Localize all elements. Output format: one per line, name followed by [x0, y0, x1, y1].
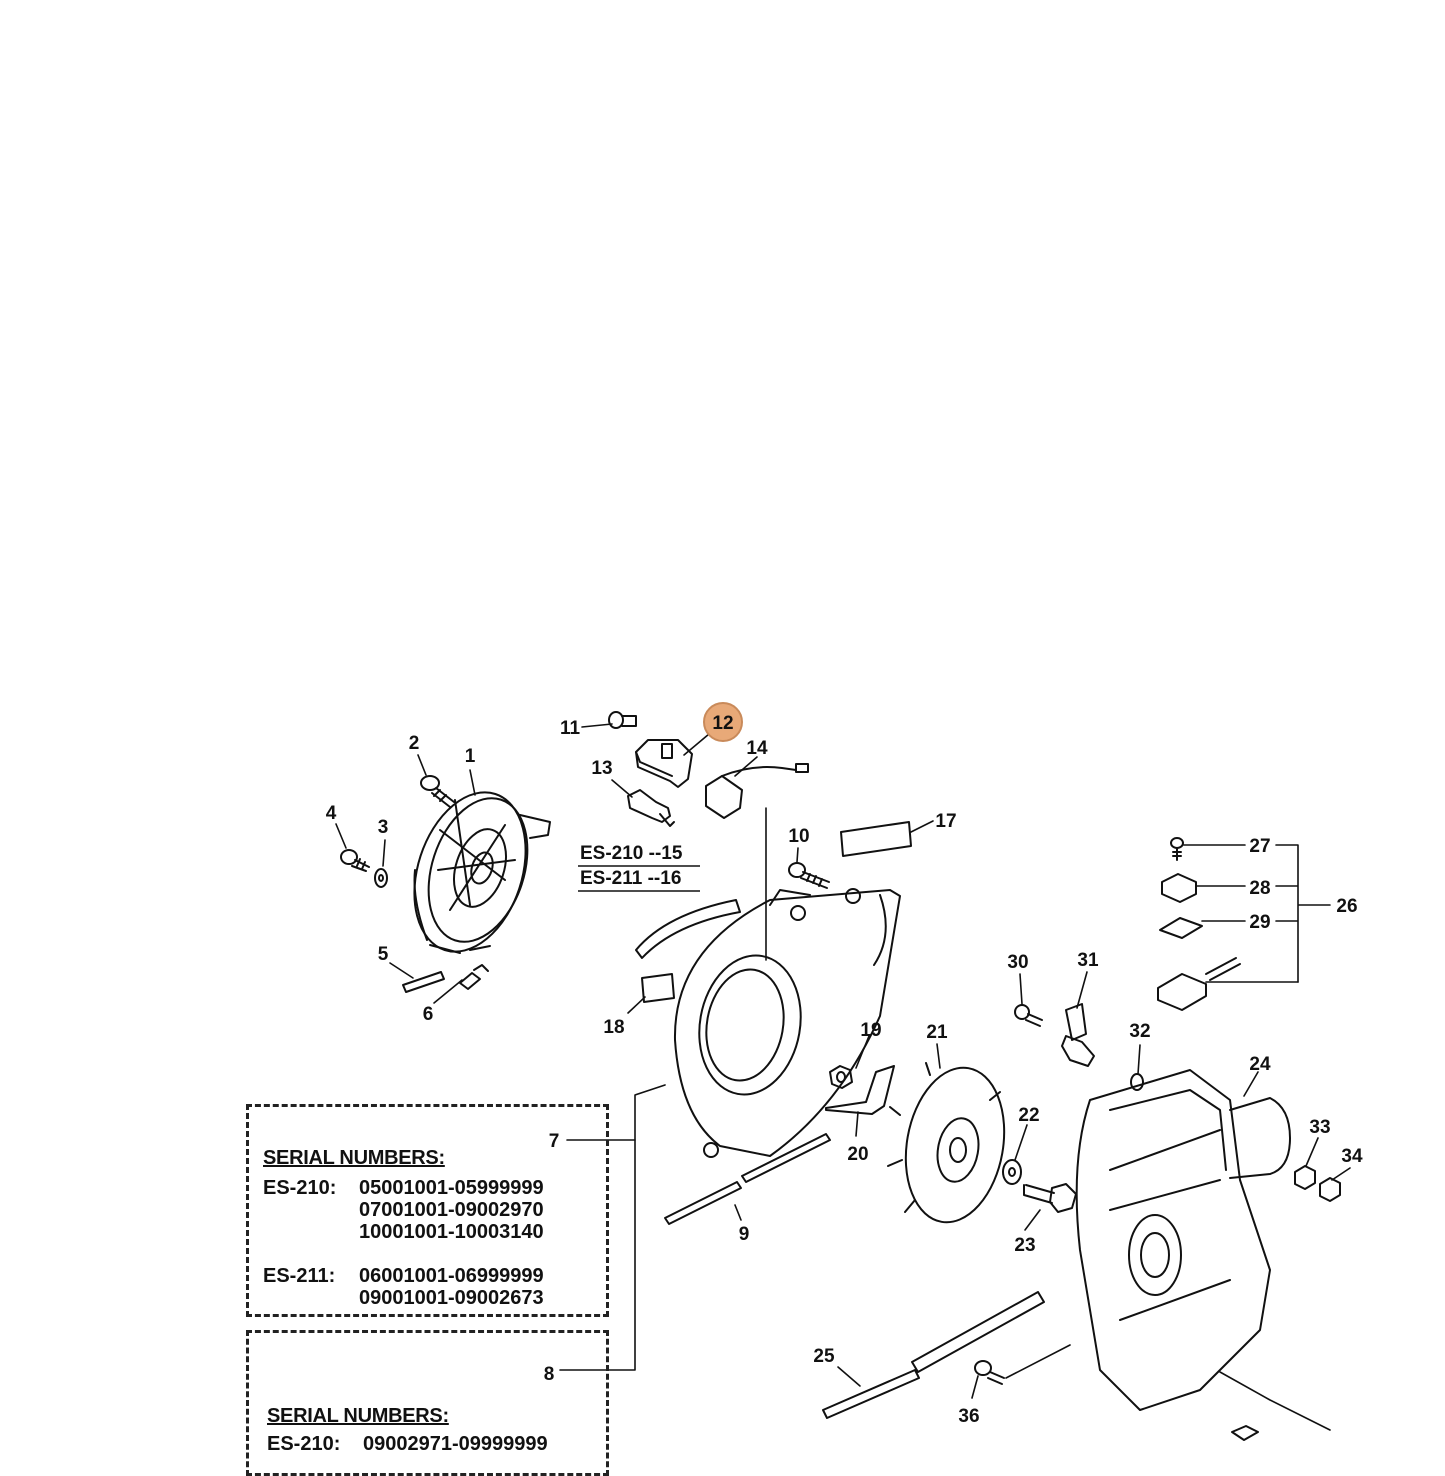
part-33-nut [1294, 1165, 1316, 1190]
serial-numbers-title: SERIAL NUMBERS: [263, 1147, 445, 1169]
part-25-strip [822, 1291, 1045, 1419]
callout-12: 12 [712, 713, 733, 734]
part-36-screw [974, 1360, 1005, 1385]
part-26-ignition-module [1157, 957, 1241, 1011]
part-17-label [840, 821, 912, 857]
part-18-label [641, 973, 675, 1003]
part-32-washer [1130, 1073, 1144, 1091]
part-29-plate [1159, 917, 1203, 939]
callout-20: 20 [847, 1144, 868, 1165]
variant-labels: ES-210 --15 ES-211 --16 [578, 843, 700, 892]
callout-2: 2 [409, 733, 420, 754]
part-15-16-seal-strip [635, 899, 741, 959]
callout-6: 6 [423, 1004, 434, 1025]
part-7-fan-housing [673, 888, 901, 1158]
part-14-switch [705, 763, 809, 819]
part-21-impeller [887, 1062, 1006, 1224]
callout-4: 4 [326, 803, 337, 824]
part-11-screw [608, 711, 637, 729]
callout-labels: 1 2 3 4 5 6 7 8 9 10 11 13 14 17 18 19 2… [326, 718, 1363, 1427]
part-23-bolt [1023, 1183, 1077, 1213]
callout-13: 13 [591, 758, 612, 779]
callout-31: 31 [1077, 950, 1099, 971]
serial-numbers-box-2: SERIAL NUMBERS: ES-210: 09002971-0999999… [246, 1330, 609, 1476]
callout-9: 9 [739, 1224, 750, 1245]
callout-24: 24 [1249, 1054, 1271, 1075]
callout-8: 8 [544, 1364, 555, 1385]
callout-29: 29 [1249, 912, 1270, 933]
highlight-marker-12[interactable]: 12 [703, 702, 743, 742]
callout-30: 30 [1007, 952, 1028, 973]
callout-19: 19 [860, 1020, 881, 1041]
callout-21: 21 [926, 1022, 948, 1043]
part-1-starter-housing [413, 791, 551, 954]
callout-23: 23 [1014, 1235, 1035, 1256]
part-24-main-housing [1075, 1069, 1291, 1411]
callout-17: 17 [935, 811, 956, 832]
serial-numbers-box-1: SERIAL NUMBERS: ES-210: 05001001-0599999… [246, 1104, 609, 1317]
callout-25: 25 [813, 1346, 835, 1367]
callout-26: 26 [1336, 896, 1357, 917]
part-34-nut [1319, 1177, 1341, 1202]
part-9-seal-strip [664, 1133, 831, 1225]
callout-11: 11 [560, 718, 581, 739]
callout-14: 14 [746, 738, 768, 759]
part-19-nut [829, 1065, 853, 1089]
callout-1: 1 [465, 746, 476, 767]
part-20-key [825, 1065, 895, 1115]
callout-7: 7 [549, 1131, 560, 1152]
part-4-screw [340, 849, 370, 872]
part-2-screw [420, 775, 455, 808]
callout-22: 22 [1018, 1105, 1039, 1126]
part-12-bracket [635, 739, 693, 788]
callout-27: 27 [1249, 836, 1270, 857]
callout-18: 18 [603, 1017, 624, 1038]
part-13-lever [627, 789, 675, 827]
part-small-clip [1231, 1425, 1259, 1441]
part-28-clip [1161, 873, 1197, 903]
part-30-screw [1014, 1004, 1043, 1027]
callout-5: 5 [378, 944, 389, 965]
callout-3: 3 [378, 817, 389, 838]
part-10-screw [788, 862, 830, 889]
part-5-pin [402, 971, 445, 993]
part-27-screw [1170, 837, 1184, 861]
leader-lines [335, 723, 1351, 1431]
callout-10: 10 [788, 826, 809, 847]
callout-33: 33 [1309, 1117, 1330, 1138]
variant-es211: ES-211 --16 [580, 868, 681, 889]
callout-32: 32 [1129, 1021, 1150, 1042]
callout-28: 28 [1249, 878, 1270, 899]
part-6-pawl [459, 964, 489, 990]
part-3-washer [374, 868, 388, 888]
parts-diagram: 12 1 2 3 4 5 6 7 8 9 10 11 13 14 17 18 1… [326, 702, 1363, 1441]
part-22-washer [1002, 1159, 1022, 1185]
callout-36: 36 [958, 1406, 979, 1427]
callout-34: 34 [1341, 1146, 1363, 1167]
variant-es210: ES-210 --15 [580, 843, 683, 864]
part-31-sensor [1061, 1003, 1095, 1067]
serial-numbers-title: SERIAL NUMBERS: [267, 1405, 449, 1427]
